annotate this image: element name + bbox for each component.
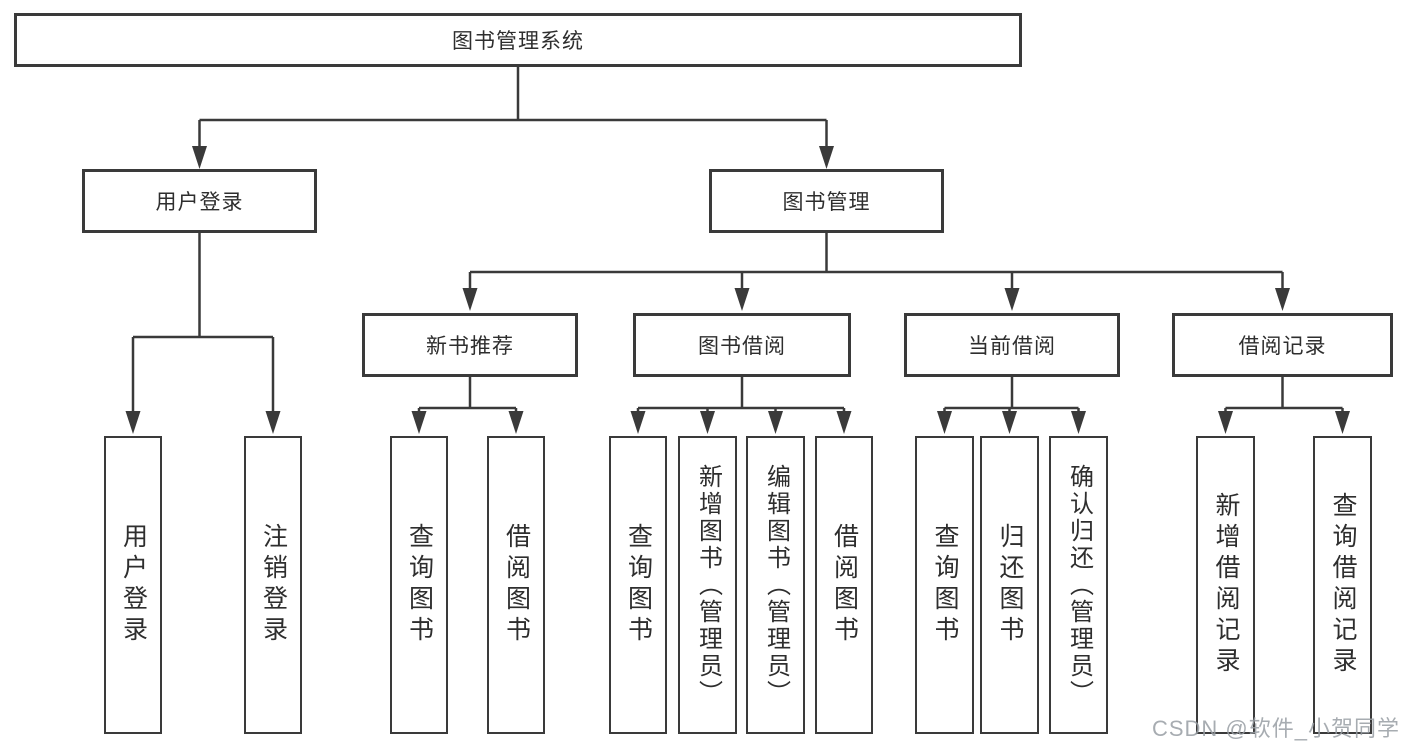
node-current-borrow-label: 当前借阅 [968,335,1056,358]
leaf-borrow-add-books-admin: 新增图书（管理员） [678,436,737,734]
leaf-logout: 注销登录 [244,436,302,734]
leaf-borrow-borrow-books: 借阅图书 [815,436,873,734]
leaf-user-login: 用户登录 [104,436,162,734]
node-borrow-records-label: 借阅记录 [1238,335,1327,358]
node-library-system: 图书管理系统 [14,13,1022,67]
leaf-newbook-borrow-books: 借阅图书 [487,436,545,734]
node-new-book-recommend: 新书推荐 [362,313,578,377]
node-book-borrow-label: 图书借阅 [698,335,786,358]
node-current-borrow: 当前借阅 [904,313,1120,377]
node-book-borrow: 图书借阅 [633,313,851,377]
node-new-book-recommend-label: 新书推荐 [426,335,514,358]
node-user-login: 用户登录 [82,169,317,233]
leaf-records-add-borrow-record: 新增借阅记录 [1196,436,1255,734]
node-borrow-records: 借阅记录 [1172,313,1393,377]
leaf-records-query-borrow-record: 查询借阅记录 [1313,436,1372,734]
leaf-newbook-query-books: 查询图书 [390,436,448,734]
csdn-watermark: CSDN @软件_小贺同学 [1151,716,1400,741]
leaf-current-return-books: 归还图书 [980,436,1039,734]
leaf-borrow-edit-books-admin: 编辑图书（管理员） [746,436,805,734]
leaf-current-query-books: 查询图书 [915,436,974,734]
node-book-management-label: 图书管理 [782,191,871,214]
leaf-borrow-query-books: 查询图书 [609,436,667,734]
node-user-login-label: 用户登录 [155,191,244,214]
node-library-system-label: 图书管理系统 [452,30,584,53]
node-book-management: 图书管理 [709,169,944,233]
leaf-current-confirm-return-admin: 确认归还（管理员） [1049,436,1108,734]
